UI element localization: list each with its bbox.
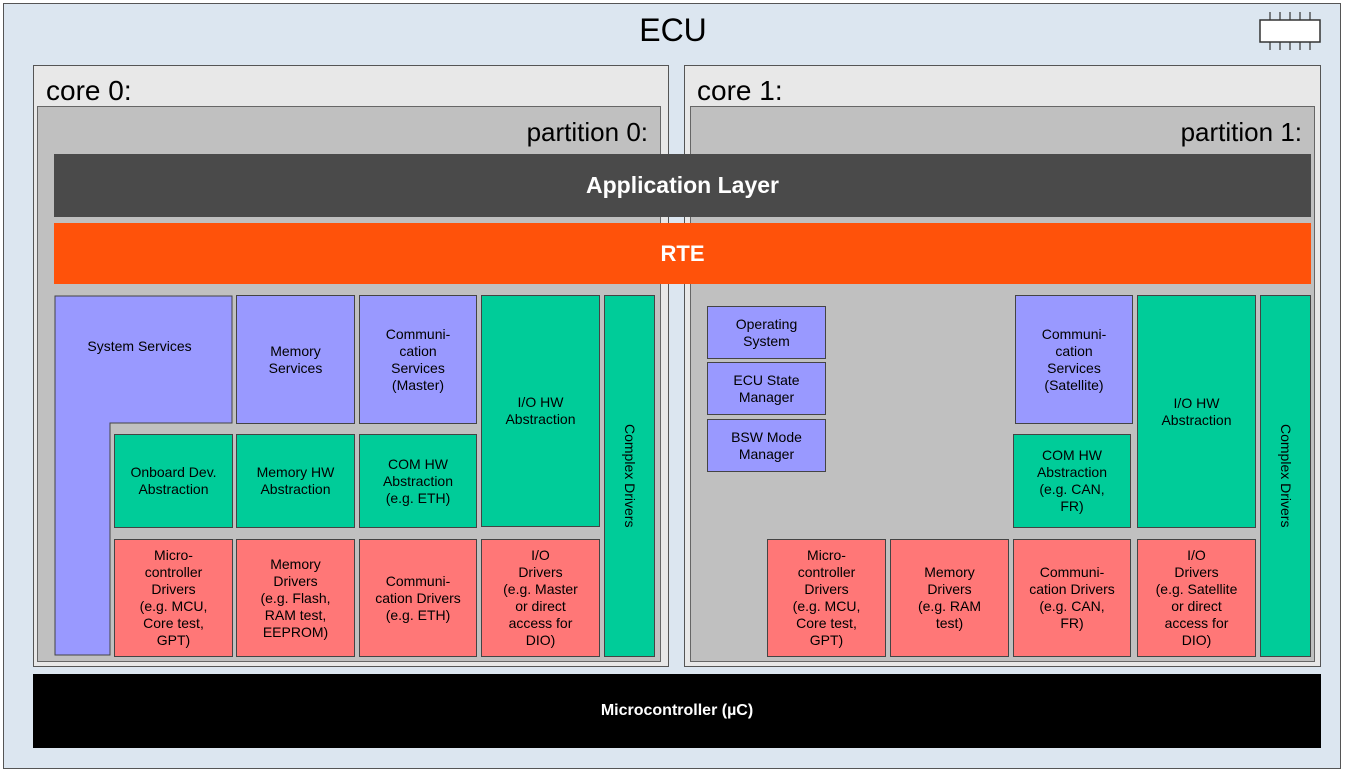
io-hw-abstraction-core0: I/O HW Abstraction (481, 295, 600, 527)
memory-drivers-core0: Memory Drivers (e.g. Flash, RAM test, EE… (236, 539, 355, 657)
memory-drivers-core1: Memory Drivers (e.g. RAM test) (890, 539, 1009, 657)
memory-hw-abstraction: Memory HW Abstraction (236, 434, 355, 528)
microcontroller-drivers-core0: Micro- controller Drivers (e.g. MCU, Cor… (114, 539, 233, 657)
core-1-title: core 1: (697, 75, 783, 106)
onboard-device-abstraction: Onboard Dev. Abstraction (114, 434, 233, 528)
system-services-label: System Services (87, 337, 192, 354)
microcontroller-drivers-core1: Micro- controller Drivers (e.g. MCU, Cor… (767, 539, 886, 657)
partition-1-title: partition 1: (1180, 117, 1302, 147)
core-0-title: core 0: (46, 75, 132, 106)
communication-services-master: Communi- cation Services (Master) (359, 295, 477, 424)
microcontroller-layer: Microcontroller (µC) (33, 674, 1321, 748)
operating-system: Operating System (707, 306, 826, 359)
complex-drivers-core1-label: Complex Drivers (1278, 424, 1294, 528)
memory-services: Memory Services (236, 295, 355, 424)
system-services-shape (54, 295, 233, 656)
complex-drivers-core0: Complex Drivers (604, 295, 655, 657)
application-layer: Application Layer (54, 154, 1311, 217)
communication-drivers-core1: Communi- cation Drivers (e.g. CAN, FR) (1013, 539, 1131, 657)
rte-layer: RTE (54, 223, 1311, 284)
bsw-mode-manager: BSW Mode Manager (707, 419, 826, 472)
communication-drivers-core0: Communi- cation Drivers (e.g. ETH) (359, 539, 477, 657)
io-drivers-core0: I/O Drivers (e.g. Master or direct acces… (481, 539, 600, 657)
com-hw-abstraction-core1: COM HW Abstraction (e.g. CAN, FR) (1013, 434, 1131, 528)
io-drivers-core1: I/O Drivers (e.g. Satellite or direct ac… (1137, 539, 1256, 657)
ecu-title: ECU (639, 12, 707, 48)
chip-icon (1259, 12, 1321, 50)
complex-drivers-core0-label: Complex Drivers (622, 424, 638, 528)
ecu-state-manager: ECU State Manager (707, 362, 826, 415)
io-hw-abstraction-core1: I/O HW Abstraction (1137, 295, 1256, 528)
partition-0-title: partition 0: (526, 117, 648, 147)
com-hw-abstraction-core0: COM HW Abstraction (e.g. ETH) (359, 434, 477, 528)
complex-drivers-core1: Complex Drivers (1260, 295, 1311, 657)
communication-services-satellite: Communi- cation Services (Satellite) (1015, 295, 1133, 424)
